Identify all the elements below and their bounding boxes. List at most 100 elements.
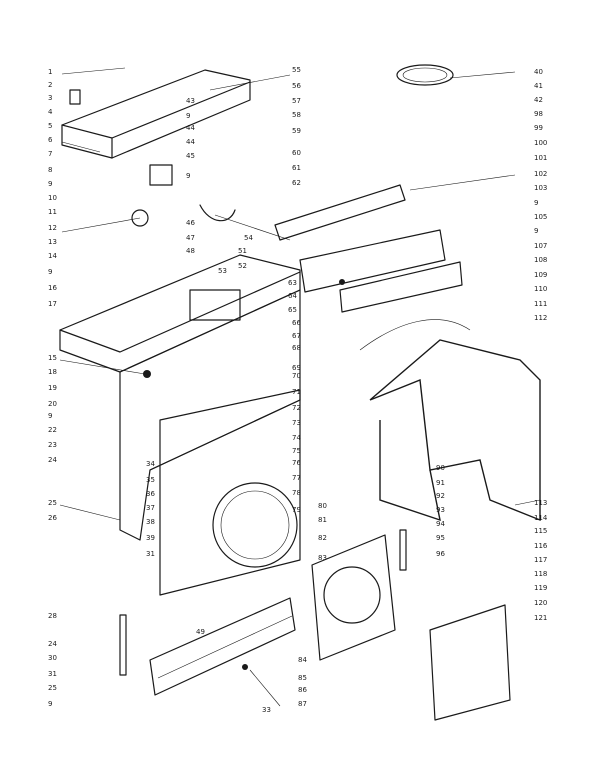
part-callout-17: 17 xyxy=(48,300,57,308)
part-callout-51: 51 xyxy=(238,247,247,255)
part-callout-31: 31 xyxy=(146,550,155,558)
part-callout-91: 91 xyxy=(436,479,445,487)
part-callout-105: 105 xyxy=(534,213,547,221)
part-callout-110: 110 xyxy=(534,285,547,293)
part-callout-47: 47 xyxy=(186,234,195,242)
part-callout-33: 33 xyxy=(262,706,271,714)
part-callout-38: 38 xyxy=(146,518,155,526)
part-callout-114: 114 xyxy=(534,514,548,522)
part-callout-75: 75 xyxy=(292,447,301,455)
part-callout-118: 118 xyxy=(534,570,547,578)
part-callout-78: 78 xyxy=(292,489,301,497)
part-callout-109: 109 xyxy=(534,271,547,279)
part-callout-36: 36 xyxy=(146,490,155,498)
part-callout-44: 44 xyxy=(186,138,195,146)
part-callout-20: 20 xyxy=(48,400,57,408)
part-callout-39: 39 xyxy=(146,534,155,542)
part-callout-3: 3 xyxy=(48,94,52,102)
part-callout-31: 31 xyxy=(48,670,57,678)
part-callout-9: 9 xyxy=(48,700,52,708)
part-callout-25: 25 xyxy=(48,684,57,692)
part-callout-85: 85 xyxy=(298,674,307,682)
part-callout-77: 77 xyxy=(292,474,301,482)
part-callout-54: 54 xyxy=(244,234,253,242)
part-callout-4: 4 xyxy=(48,108,53,116)
part-callout-26: 26 xyxy=(48,514,57,522)
part-callout-76: 76 xyxy=(292,459,301,467)
parts-artwork xyxy=(59,64,541,721)
part-callout-79: 79 xyxy=(292,506,301,514)
part-callout-82: 82 xyxy=(318,534,327,542)
part-callout-9: 9 xyxy=(534,199,538,207)
part-callout-9: 9 xyxy=(186,112,190,120)
part-callout-86: 86 xyxy=(298,686,307,694)
part-callout-19: 19 xyxy=(48,384,57,392)
part-callout-9: 9 xyxy=(186,172,190,180)
part-callout-69: 69 xyxy=(292,364,301,372)
part-callout-9: 9 xyxy=(534,227,538,235)
part-callout-16: 16 xyxy=(48,284,57,292)
part-callout-43: 43 xyxy=(186,97,195,105)
part-callout-98: 98 xyxy=(534,110,543,118)
part-callout-9: 9 xyxy=(48,180,52,188)
part-callout-2: 2 xyxy=(48,81,52,89)
part-callout-111: 111 xyxy=(534,300,547,308)
part-callout-60: 60 xyxy=(292,149,301,157)
part-callout-65: 65 xyxy=(288,306,297,314)
part-callout-55: 55 xyxy=(292,66,301,74)
part-callout-22: 22 xyxy=(48,426,57,434)
part-callout-9: 9 xyxy=(48,268,52,276)
part-callout-66: 66 xyxy=(292,319,301,327)
part-callout-100: 100 xyxy=(534,139,547,147)
part-callout-5: 5 xyxy=(48,122,52,130)
part-callout-35: 35 xyxy=(146,476,155,484)
part-callout-48: 48 xyxy=(186,247,195,255)
part-callout-93: 93 xyxy=(436,506,445,514)
part-callout-11: 11 xyxy=(48,208,57,216)
part-callout-6: 6 xyxy=(48,136,53,144)
part-callout-37: 37 xyxy=(146,504,155,512)
part-callout-87: 87 xyxy=(298,700,307,708)
part-callout-42: 42 xyxy=(534,96,543,104)
part-callout-14: 14 xyxy=(48,252,57,260)
callouts-left: 1234567891011121314916171518192092223242… xyxy=(48,68,57,708)
part-callout-107: 107 xyxy=(534,242,547,250)
part-callout-103: 103 xyxy=(534,184,547,192)
part-callout-44: 44 xyxy=(186,124,195,132)
part-callout-24: 24 xyxy=(48,640,57,648)
part-callout-23: 23 xyxy=(48,441,57,449)
leader-lines xyxy=(59,67,541,707)
part-callout-52: 52 xyxy=(238,262,247,270)
part-callout-68: 68 xyxy=(292,344,301,352)
part-callout-30: 30 xyxy=(48,654,57,662)
part-callout-61: 61 xyxy=(292,164,301,172)
part-callout-96: 96 xyxy=(436,550,445,558)
part-callout-49: 49 xyxy=(196,628,205,636)
part-callout-84: 84 xyxy=(298,656,307,664)
part-callout-53: 53 xyxy=(218,267,227,275)
part-callout-80: 80 xyxy=(318,502,327,510)
part-callout-74: 74 xyxy=(292,434,301,442)
part-callout-102: 102 xyxy=(534,170,547,178)
part-callout-46: 46 xyxy=(186,219,195,227)
part-callout-108: 108 xyxy=(534,256,547,264)
part-callout-120: 120 xyxy=(534,599,547,607)
part-callout-7: 7 xyxy=(48,150,52,158)
part-callout-57: 57 xyxy=(292,97,301,105)
part-callout-71: 71 xyxy=(292,388,301,396)
part-callout-83: 83 xyxy=(318,554,327,562)
part-callout-113: 113 xyxy=(534,499,547,507)
part-callout-9: 9 xyxy=(48,412,52,420)
part-callout-67: 67 xyxy=(292,332,301,340)
part-callout-28: 28 xyxy=(48,612,57,620)
part-callout-12: 12 xyxy=(48,224,57,232)
part-callout-81: 81 xyxy=(318,516,327,524)
part-callout-119: 119 xyxy=(534,584,547,592)
part-callout-64: 64 xyxy=(288,292,297,300)
part-callout-1: 1 xyxy=(48,68,52,76)
part-callout-40: 40 xyxy=(534,68,543,76)
part-callout-63: 63 xyxy=(288,279,297,287)
part-callout-45: 45 xyxy=(186,152,195,160)
